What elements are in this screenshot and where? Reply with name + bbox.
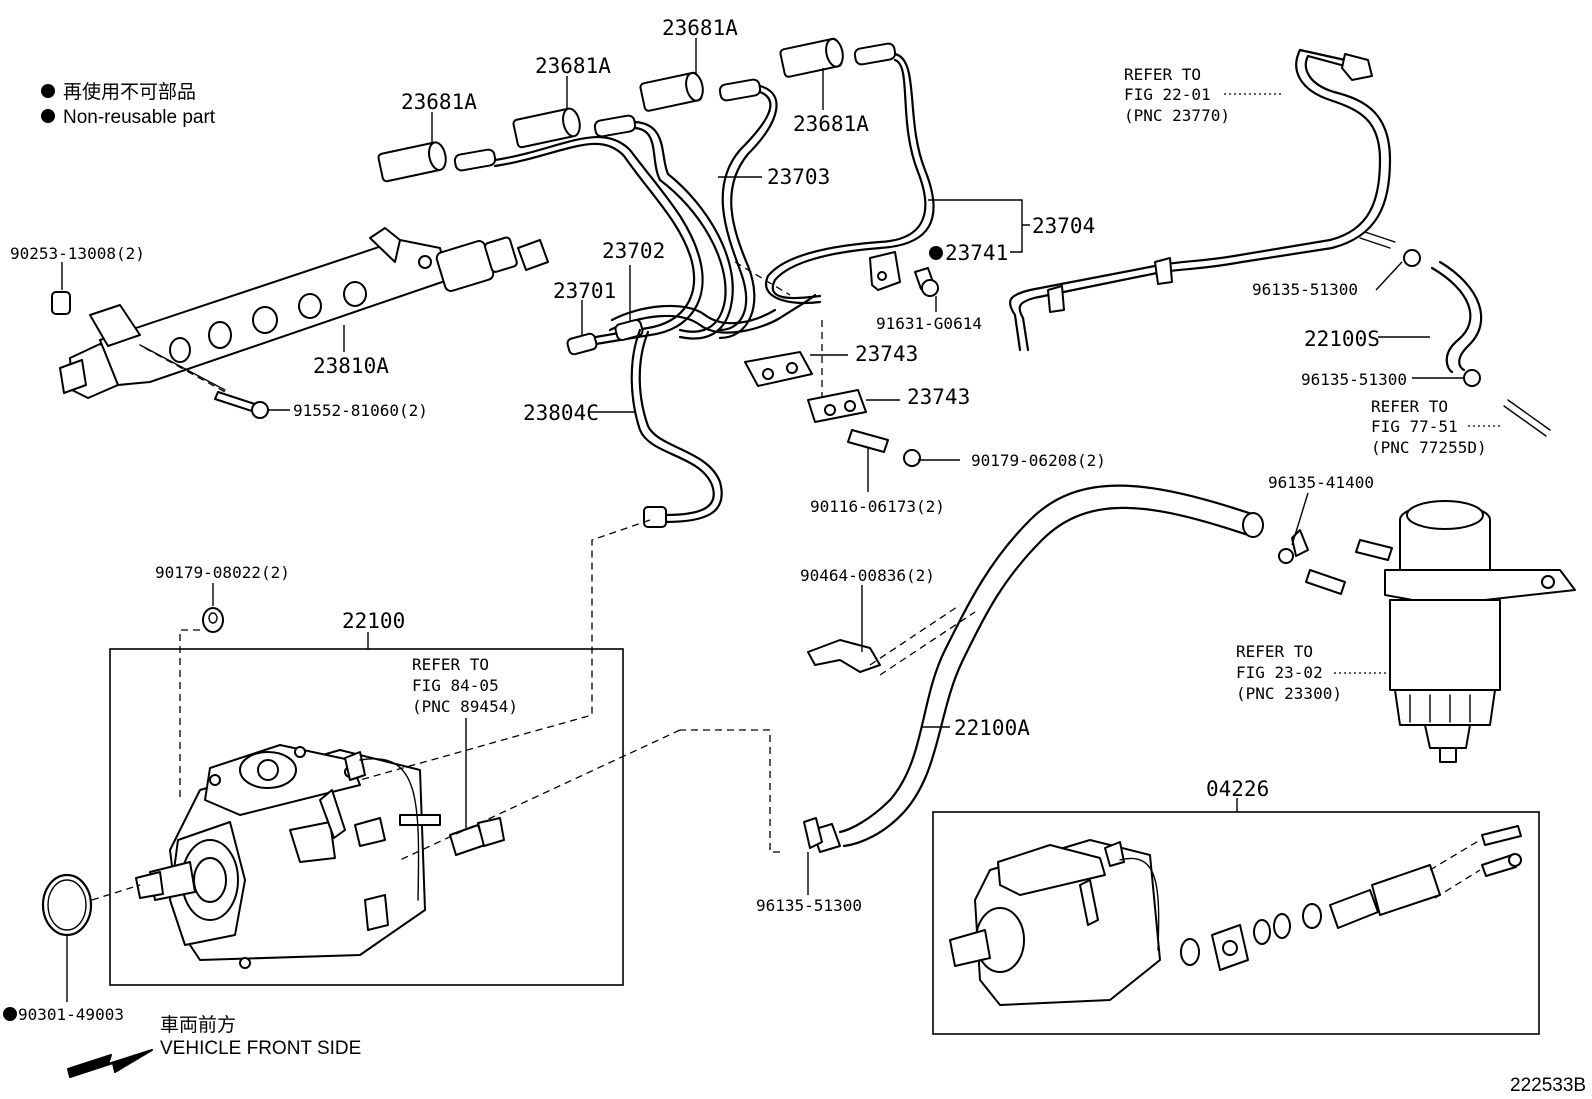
legend-jp: 再使用不可部品	[63, 81, 196, 103]
svg-text:FIG 77-51: FIG 77-51	[1371, 417, 1458, 436]
part-label-91552-81060: 91552-81060(2)	[293, 401, 428, 420]
part-label-23681a-2: 23681A	[535, 54, 611, 78]
non-reusable-bullet-icon	[3, 1007, 17, 1021]
reference-fig-77-51: REFER TO FIG 77-51 (PNC 77255D)	[1371, 397, 1487, 457]
leakoff-connection-line	[359, 519, 651, 781]
svg-text:REFER TO: REFER TO	[412, 655, 489, 674]
svg-text:FIG 22-01: FIG 22-01	[1124, 85, 1211, 104]
part-label-90116-06173: 90116-06173(2)	[810, 497, 945, 516]
part-label-90179-08022: 90179-08022(2)	[155, 563, 290, 582]
part-label-90253-13008: 90253-13008(2)	[10, 244, 145, 263]
svg-text:(PNC 89454): (PNC 89454)	[412, 697, 518, 716]
part-label-22100s: 22100S	[1304, 327, 1380, 351]
stud-nut-drawing	[847, 429, 921, 467]
svg-text:REFER TO: REFER TO	[1124, 65, 1201, 84]
svg-text:(PNC 23770): (PNC 23770)	[1124, 106, 1230, 125]
injection-pipes-drawing	[377, 37, 935, 528]
part-label-90301-49003: 90301-49003	[18, 1005, 124, 1024]
part-label-23702: 23702	[602, 239, 665, 263]
part-label-23681a-1: 23681A	[401, 90, 477, 114]
clamp-bracket-drawing	[869, 251, 939, 297]
pump-assembly-frame	[109, 648, 624, 986]
svg-text:(PNC 23300): (PNC 23300)	[1236, 684, 1342, 703]
part-label-23743-lower: 23743	[907, 385, 970, 409]
plug-drawing	[51, 291, 71, 315]
vehicle-front-en: VEHICLE FRONT SIDE	[160, 1038, 361, 1059]
svg-text:REFER TO: REFER TO	[1236, 642, 1313, 661]
non-reusable-bullet-icon	[41, 109, 55, 123]
kit-parts-drawing	[1180, 825, 1522, 971]
legend-en: Non-reusable part	[63, 107, 216, 128]
part-label-96135-51300-upper: 96135-51300	[1252, 280, 1358, 299]
part-label-04226: 04226	[1206, 777, 1269, 801]
part-label-22100a: 22100A	[954, 716, 1030, 740]
non-reusable-bullet-icon	[929, 246, 943, 260]
part-label-90464-00836: 90464-00836(2)	[800, 566, 935, 585]
non-reusable-bullet-icon	[41, 84, 55, 98]
part-label-23804c: 23804C	[523, 401, 599, 425]
part-label-23681a-4: 23681A	[793, 112, 869, 136]
part-label-96135-41400: 96135-41400	[1268, 473, 1374, 492]
part-labels: 23681A 23681A 23681A 23681A 23703 23704 …	[3, 16, 1407, 1024]
front-arrow-icon	[67, 1049, 153, 1078]
part-label-96135-51300-lower: 96135-51300	[756, 896, 862, 915]
kit-frame	[932, 811, 1540, 1035]
common-rail-drawing	[59, 227, 549, 399]
return-pipe-drawing	[1008, 48, 1396, 352]
hose-pump-connection-line	[399, 729, 681, 861]
pipe-clamps-drawing	[734, 261, 867, 423]
reference-fig-23-02: REFER TO FIG 23-02 (PNC 23300)	[1236, 642, 1342, 703]
part-label-23704: 23704	[1032, 214, 1095, 238]
part-label-96135-51300-middle: 96135-51300	[1301, 370, 1407, 389]
figure-id: 222533B	[1510, 1075, 1586, 1096]
reference-fig-22-01: REFER TO FIG 22-01 (PNC 23770)	[1124, 65, 1230, 125]
part-label-91631-g0614: 91631-G0614	[876, 314, 982, 333]
o-ring-drawing	[41, 873, 141, 937]
reference-fig-84-05: REFER TO FIG 84-05 (PNC 89454)	[412, 655, 518, 716]
fuel-pump-drawing	[135, 744, 441, 969]
kit-pump-drawing	[949, 839, 1161, 1006]
vehicle-front-jp: 車両前方	[160, 1014, 236, 1036]
svg-text:REFER TO: REFER TO	[1371, 397, 1448, 416]
part-label-23703: 23703	[767, 165, 830, 189]
pump-nut-drawing	[179, 607, 224, 800]
part-label-23743-upper: 23743	[855, 342, 918, 366]
rail-bolt-drawing	[214, 391, 269, 419]
part-label-23701: 23701	[553, 279, 616, 303]
fuel-filter-drawing	[1305, 500, 1576, 763]
legend: 再使用不可部品 Non-reusable part	[41, 81, 216, 128]
svg-text:(PNC 77255D): (PNC 77255D)	[1371, 438, 1487, 457]
part-label-22100: 22100	[342, 609, 405, 633]
pressure-sensor-drawing	[449, 817, 505, 856]
part-label-23741: 23741	[945, 241, 1008, 265]
fuel-hose-small-drawing	[1403, 249, 1551, 437]
part-label-23681a-3: 23681A	[662, 16, 738, 40]
svg-text:FIG 23-02: FIG 23-02	[1236, 663, 1323, 682]
leader-lines	[61, 38, 1500, 1002]
part-label-90179-06208: 90179-06208(2)	[971, 451, 1106, 470]
part-label-23810a: 23810A	[313, 354, 389, 378]
svg-text:FIG 84-05: FIG 84-05	[412, 676, 499, 695]
